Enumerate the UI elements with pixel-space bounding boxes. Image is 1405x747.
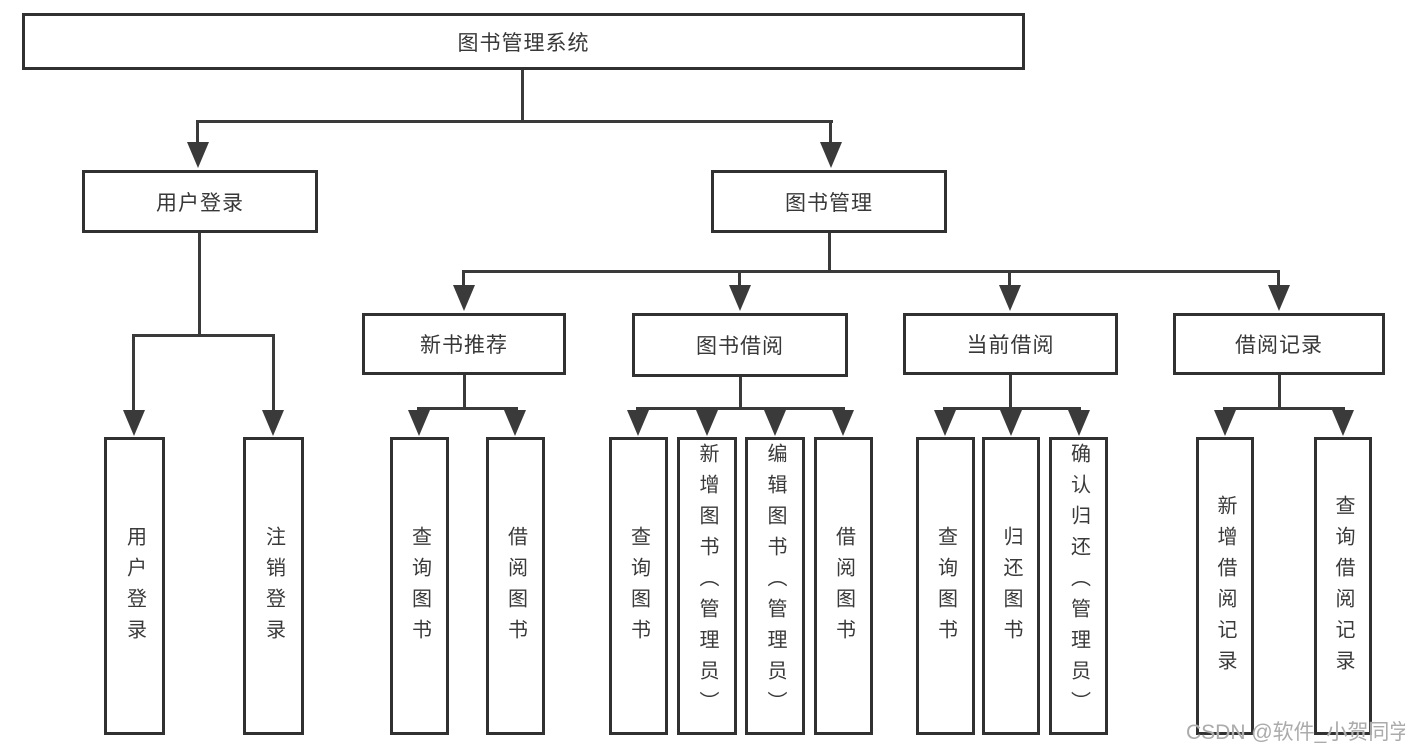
csdn-watermark: CSDN @软件_小贺同学 bbox=[1186, 721, 1405, 744]
arrow-down bbox=[262, 410, 284, 436]
node-new-book-rec-label: 新书推荐 bbox=[420, 334, 508, 357]
node-user-login-group: 用户登录 bbox=[82, 170, 318, 233]
arrow-down bbox=[1214, 410, 1236, 436]
node-leaf-cb-return-book: 归还图书 bbox=[982, 437, 1040, 735]
node-borrow-record-label: 借阅记录 bbox=[1235, 334, 1323, 357]
node-borrow-record: 借阅记录 bbox=[1173, 313, 1385, 375]
connector-line bbox=[636, 407, 845, 410]
arrow-down bbox=[832, 410, 854, 436]
arrow-down bbox=[820, 142, 842, 168]
node-leaf-rec-borrow-book-label: 借阅图书 bbox=[504, 525, 527, 650]
node-root-label: 图书管理系统 bbox=[457, 31, 590, 55]
connector-line bbox=[417, 407, 518, 410]
node-leaf-cb-return-book-label: 归还图书 bbox=[1000, 525, 1022, 650]
node-leaf-cb-query-book-label: 查询图书 bbox=[934, 525, 957, 650]
node-leaf-bb-add-book: 新增图书（管理员） bbox=[677, 437, 737, 735]
arrow-down bbox=[1068, 410, 1090, 436]
node-current-borrow: 当前借阅 bbox=[903, 313, 1118, 375]
connector-line bbox=[943, 407, 1081, 410]
connector-line bbox=[1223, 407, 1345, 410]
connector-line bbox=[1008, 270, 1011, 287]
connector-line bbox=[463, 374, 466, 410]
connector-line bbox=[1278, 374, 1281, 410]
node-user-login-group-label: 用户登录 bbox=[156, 191, 244, 215]
node-leaf-logout: 注销登录 bbox=[243, 437, 304, 735]
arrow-down bbox=[1268, 285, 1290, 311]
node-leaf-bb-edit-book: 编辑图书（管理员） bbox=[745, 437, 805, 735]
node-leaf-user-login-label: 用户登录 bbox=[123, 525, 146, 650]
node-leaf-bb-query-book: 查询图书 bbox=[609, 437, 668, 735]
node-leaf-bb-query-book-label: 查询图书 bbox=[627, 525, 650, 650]
node-leaf-bb-borrow-book-label: 借阅图书 bbox=[832, 525, 855, 650]
connector-line bbox=[1277, 270, 1280, 287]
arrow-down bbox=[408, 410, 430, 436]
arrow-down bbox=[729, 285, 751, 311]
node-leaf-rec-borrow-book: 借阅图书 bbox=[486, 437, 545, 735]
node-book-mgmt-group: 图书管理 bbox=[711, 170, 947, 233]
connector-line bbox=[739, 377, 742, 410]
connector-line bbox=[828, 233, 831, 273]
connector-line bbox=[132, 334, 275, 337]
arrow-down bbox=[696, 410, 718, 436]
node-new-book-rec: 新书推荐 bbox=[362, 313, 566, 375]
node-leaf-br-query-record-label: 查询借阅记录 bbox=[1332, 494, 1354, 681]
node-leaf-cb-query-book: 查询图书 bbox=[916, 437, 975, 735]
arrow-down bbox=[504, 410, 526, 436]
connector-line bbox=[1009, 374, 1012, 410]
arrow-down bbox=[453, 285, 475, 311]
node-leaf-br-add-record: 新增借阅记录 bbox=[1196, 437, 1254, 735]
node-current-borrow-label: 当前借阅 bbox=[966, 334, 1055, 357]
node-book-borrow-label: 图书借阅 bbox=[696, 335, 784, 358]
node-leaf-bb-edit-book-label: 编辑图书（管理员） bbox=[764, 443, 786, 722]
connector-line bbox=[196, 120, 199, 144]
connector-line bbox=[462, 270, 1280, 273]
arrow-down bbox=[123, 410, 145, 436]
connector-line bbox=[132, 334, 135, 412]
node-leaf-br-add-record-label: 新增借阅记录 bbox=[1214, 494, 1236, 681]
connector-line bbox=[272, 334, 275, 412]
node-leaf-logout-label: 注销登录 bbox=[262, 525, 285, 650]
node-leaf-br-query-record: 查询借阅记录 bbox=[1314, 437, 1372, 735]
connector-line bbox=[198, 233, 201, 337]
arrow-down bbox=[764, 410, 786, 436]
node-leaf-cb-confirm-return-label: 确认归还（管理员） bbox=[1067, 443, 1090, 722]
connector-line bbox=[521, 70, 524, 123]
node-leaf-cb-confirm-return: 确认归还（管理员） bbox=[1049, 437, 1108, 735]
connector-line bbox=[738, 270, 741, 287]
arrow-down bbox=[999, 285, 1021, 311]
connector-line bbox=[829, 120, 832, 144]
arrow-down bbox=[934, 410, 956, 436]
connector-line bbox=[196, 120, 833, 123]
node-leaf-bb-borrow-book: 借阅图书 bbox=[814, 437, 873, 735]
arrow-down bbox=[1332, 410, 1354, 436]
arrow-down bbox=[627, 410, 649, 436]
connector-line bbox=[462, 270, 465, 287]
node-book-mgmt-group-label: 图书管理 bbox=[785, 191, 873, 215]
node-leaf-rec-query-book: 查询图书 bbox=[390, 437, 449, 735]
node-leaf-user-login: 用户登录 bbox=[104, 437, 165, 735]
node-leaf-rec-query-book-label: 查询图书 bbox=[408, 525, 431, 650]
node-book-borrow: 图书借阅 bbox=[632, 313, 848, 377]
node-leaf-bb-add-book-label: 新增图书（管理员） bbox=[696, 443, 718, 722]
node-root: 图书管理系统 bbox=[22, 13, 1025, 70]
arrow-down bbox=[1000, 410, 1022, 436]
arrow-down bbox=[187, 142, 209, 168]
